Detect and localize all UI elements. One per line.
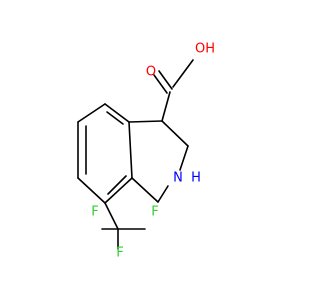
bond-c-o-double-a [158,70,173,90]
bond-n-c1 [157,185,169,203]
bond-c6-c5 [77,103,106,123]
bond-c5-c4a [104,103,130,123]
bond-c-o-double-b [153,74,168,94]
atom-label-fluorine-bottom: F [116,246,123,261]
bond-c3-n [179,145,189,171]
bond-c4a-c8a [128,121,133,179]
bond-c8-c7 [77,177,106,204]
bond-c4-c3 [161,120,189,147]
atom-labels: O OH N H F F F [91,42,215,261]
bond-c8-cf3 [104,202,119,230]
atom-label-amine: N [173,171,183,186]
bond-c1-c8a [131,177,159,203]
bond-lines [77,59,194,250]
atom-label-fluorine-right: F [151,205,158,220]
atom-label-amine-hydrogen: H [191,171,201,186]
molecule-structure: O OH N H F F F [77,42,215,261]
bond-aromatic-inner-c [107,175,127,195]
bond-c4-cooh [161,91,171,122]
bond-c4a-c4 [128,120,163,123]
atom-label-hydroxyl: OH [195,42,215,57]
bond-aromatic-inner-a [106,111,124,125]
atom-label-fluorine-left: F [91,205,98,220]
bond-c8a-c8 [104,177,133,204]
atom-label-carbonyl-oxygen: O [146,65,156,80]
bond-c-oh [172,59,194,88]
